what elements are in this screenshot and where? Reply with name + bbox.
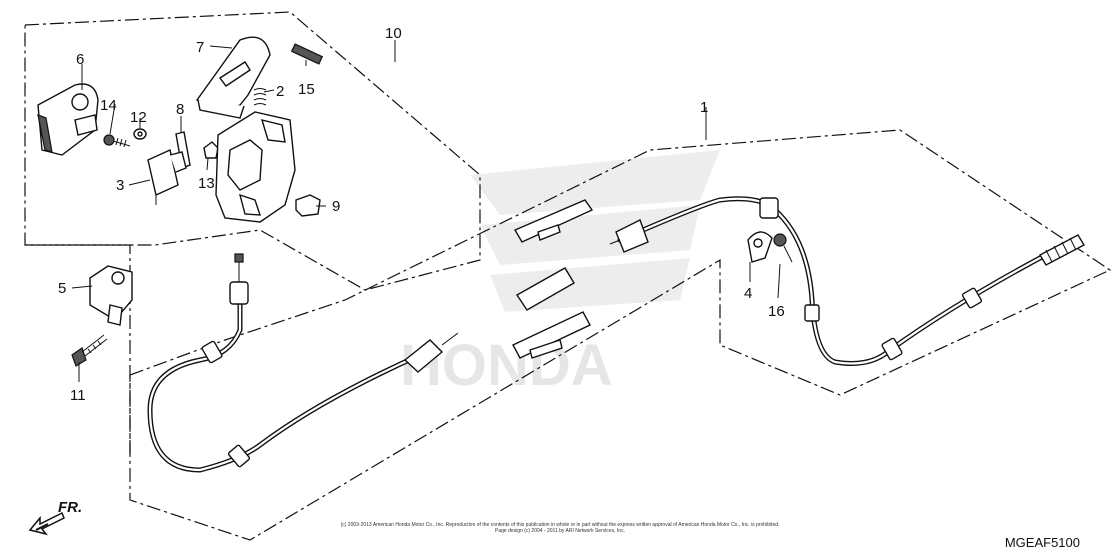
cable-clamp-part (747, 231, 773, 263)
callout-6: 6 (76, 51, 84, 68)
group-boundary-1 (129, 129, 1112, 541)
callout-7: 7 (196, 39, 204, 56)
cable-left-assembly (147, 253, 459, 473)
junction-parts (512, 199, 594, 359)
callout-5: 5 (58, 280, 66, 297)
callout-11: 11 (70, 387, 86, 404)
cable-right-assembly (609, 196, 1085, 366)
pin-part (290, 43, 324, 65)
front-direction-arrow-icon (28, 511, 65, 536)
callout-2: 2 (276, 83, 284, 100)
switch-part (147, 149, 187, 205)
group-boundary-11 (25, 244, 131, 455)
bolt-part-11 (71, 334, 108, 367)
callout-9: 9 (332, 198, 340, 215)
copyright-notice: (c) 2003-2013 American Honda Motor Co., … (300, 522, 820, 534)
clip-part-9 (295, 194, 321, 217)
callout-4: 4 (744, 285, 752, 302)
callout-15: 15 (298, 81, 315, 98)
lever-part (195, 36, 271, 119)
bracket-part (89, 265, 133, 326)
grommet-part (203, 141, 219, 159)
lever-body-part (215, 111, 296, 223)
callout-10: 10 (385, 25, 402, 42)
front-direction-label: FR. (58, 499, 83, 516)
spring-part (253, 88, 267, 106)
callout-13: 13 (198, 175, 215, 192)
callout-1: 1 (700, 99, 708, 116)
copyright-line-2: Page design (c) 2004 - 2011 by ARI Netwo… (495, 528, 625, 534)
switch-housing-part (37, 83, 99, 156)
leader-lines (71, 40, 781, 382)
callout-8: 8 (176, 101, 184, 118)
callout-16: 16 (768, 303, 785, 320)
diagram-code: MGEAF5100 (1004, 535, 1080, 550)
screw-part-14 (103, 134, 131, 148)
callout-14: 14 (100, 97, 117, 114)
bolt-part-16 (773, 233, 793, 263)
callout-12: 12 (130, 109, 147, 126)
copyright-line-1: (c) 2003-2013 American Honda Motor Co., … (340, 522, 780, 528)
callout-labels: 1 2 3 4 5 6 7 8 9 10 11 12 13 14 15 16 (58, 25, 785, 404)
washer-part (133, 128, 147, 140)
callout-3: 3 (116, 177, 124, 194)
